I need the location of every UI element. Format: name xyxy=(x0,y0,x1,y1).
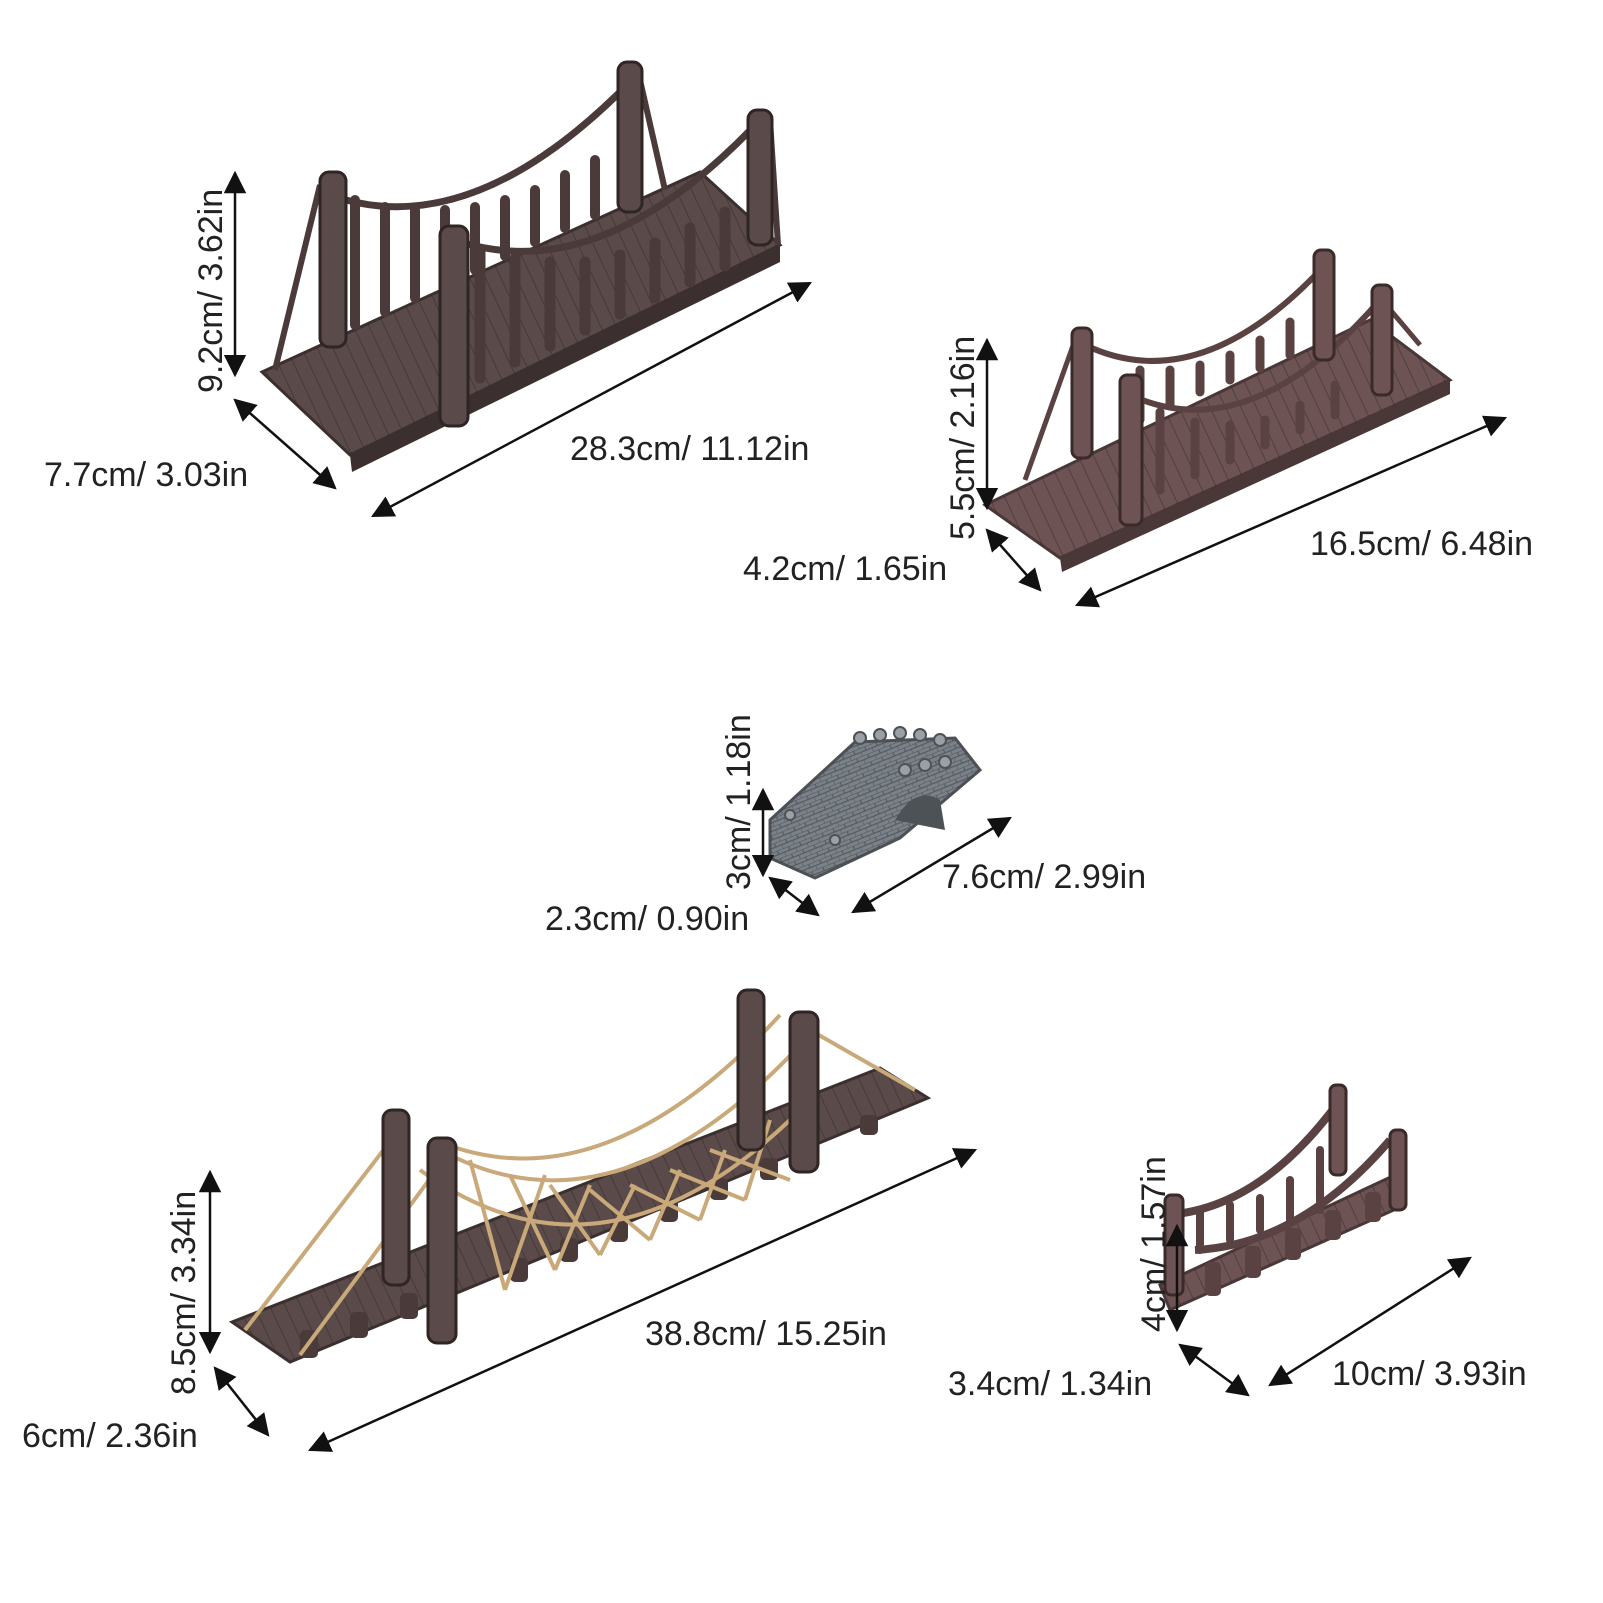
arrow-small-length xyxy=(1268,1256,1472,1387)
small-length-label: 10cm/ 3.93in xyxy=(1332,1355,1527,1393)
long-height-label: 8.5cm/ 3.34in xyxy=(165,1191,203,1395)
small-width-label: 3.4cm/ 1.34in xyxy=(948,1365,1152,1403)
arrow-small-width xyxy=(1178,1343,1250,1397)
large-width-label: 7.7cm/ 3.03in xyxy=(44,456,248,494)
arrow-large-length xyxy=(371,281,812,518)
bridge-long-suspension xyxy=(228,988,932,1364)
large-height-label: 9.2cm/ 3.62in xyxy=(192,189,230,393)
stone-width-label: 2.3cm/ 0.90in xyxy=(545,900,749,938)
arrow-large-width xyxy=(233,398,337,490)
medium-height-label: 5.5cm/ 2.16in xyxy=(944,336,982,540)
arrow-medium-width xyxy=(985,528,1042,592)
arrow-medium-length xyxy=(1074,415,1508,608)
bridge-small-railing xyxy=(1158,1083,1408,1313)
dimension-arrows xyxy=(198,170,1508,1452)
arrow-long-length xyxy=(307,1148,978,1452)
stone-height-label: 3cm/ 1.18in xyxy=(720,714,758,890)
medium-length-label: 16.5cm/ 6.48in xyxy=(1310,525,1533,563)
bridge-large-rope xyxy=(259,60,783,472)
stone-length-label: 7.6cm/ 2.99in xyxy=(942,858,1146,896)
large-length-label: 28.3cm/ 11.12in xyxy=(570,430,809,468)
small-height-label: 4cm/ 1.57in xyxy=(1135,1156,1173,1332)
arrow-stone-width xyxy=(768,876,820,917)
bridge-medium-rope xyxy=(982,248,1453,572)
long-width-label: 6cm/ 2.36in xyxy=(22,1417,198,1455)
arrow-stone-length xyxy=(851,816,1012,914)
bridge-stone-arch xyxy=(768,726,983,880)
arrow-long-width xyxy=(213,1366,270,1437)
medium-width-label: 4.2cm/ 1.65in xyxy=(743,550,947,588)
long-length-label: 38.8cm/ 15.25in xyxy=(645,1315,887,1353)
